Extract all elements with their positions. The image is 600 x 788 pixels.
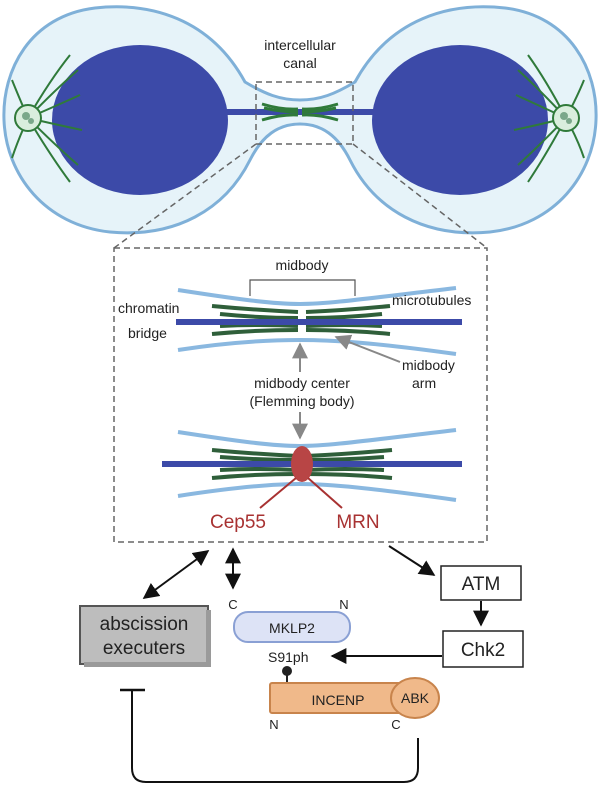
- abscission-label-line1: abscission: [100, 614, 189, 635]
- chk2-box: [442, 630, 524, 668]
- chromatin-label-line2: bridge: [128, 325, 167, 341]
- midbody-schematic-upper: [176, 286, 462, 356]
- mklp2-c-terminus: C: [228, 597, 237, 612]
- phospho-site-icon: [282, 666, 292, 676]
- zoom-panel: [113, 247, 488, 543]
- midbody-label: midbody: [276, 257, 329, 273]
- microtubules-label: microtubules: [392, 292, 471, 308]
- arrow-panel-abscission: [142, 550, 210, 599]
- mklp2-label: MKLP2: [269, 620, 315, 636]
- atm-label: ATM: [462, 574, 501, 595]
- chromatin-bridge-top: [225, 109, 375, 115]
- inhibition-line: [131, 690, 419, 783]
- midbody-center-label-line2: (Flemming body): [249, 393, 354, 409]
- incenp-c-terminus: C: [391, 717, 400, 732]
- canal-label-line2: canal: [283, 55, 316, 71]
- canal-microtubules: [261, 102, 339, 122]
- mklp2-n-terminus: N: [339, 597, 348, 612]
- s91ph-label: S91ph: [268, 649, 308, 665]
- canal-label-line1: intercellular: [264, 37, 336, 53]
- chromatin-label-line1: chromatin: [118, 300, 179, 316]
- abk-oval: [390, 677, 440, 719]
- left-nucleus: [52, 45, 228, 195]
- midbody-arm-arrow: [334, 334, 401, 363]
- abk-label: ABK: [401, 690, 430, 706]
- incenp-label: INCENP: [312, 692, 365, 708]
- cep55-label: Cep55: [210, 512, 266, 533]
- midbody-arm-label-line1: midbody: [402, 357, 455, 373]
- midbody-bracket: [249, 279, 356, 296]
- midbody-arm-label-line2: arm: [412, 375, 436, 391]
- midbody-center-label-line1: midbody center: [254, 375, 350, 391]
- chk2-label: Chk2: [461, 640, 505, 661]
- mklp2-box: [233, 611, 351, 643]
- zoom-line-right: [352, 143, 488, 249]
- abscission-label-line2: executers: [103, 638, 185, 659]
- cep55-pointer: [259, 477, 297, 509]
- arrow-panel-atm: [388, 545, 436, 576]
- midbody-schematic-lower: [162, 428, 462, 502]
- right-nucleus: [372, 45, 548, 195]
- flemming-body-icon: [291, 446, 313, 482]
- atm-box: [440, 565, 522, 601]
- dividing-cell: [2, 5, 598, 249]
- mrn-pointer: [307, 477, 343, 509]
- mrn-label: MRN: [336, 512, 379, 533]
- incenp-n-terminus: N: [269, 717, 278, 732]
